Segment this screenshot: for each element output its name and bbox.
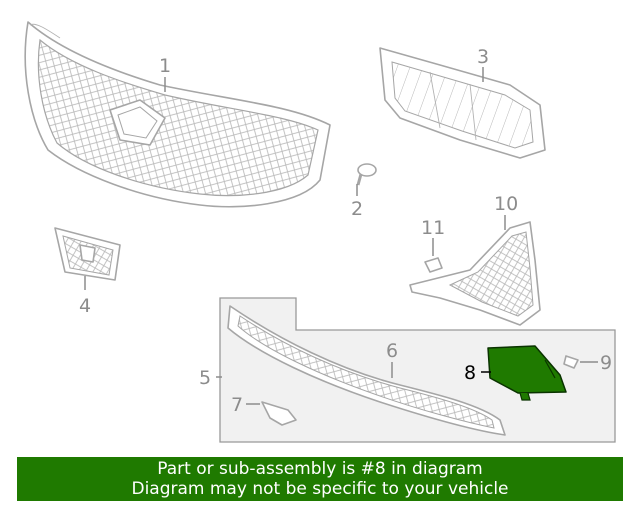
banner-line-1: Part or sub-assembly is #8 in diagram (157, 459, 483, 479)
callout-8: 8 (464, 362, 476, 384)
callout-6: 6 (386, 340, 398, 362)
part-3-bracket[interactable] (379, 47, 546, 159)
callout-10: 10 (494, 193, 518, 215)
part-9-clip[interactable] (563, 355, 579, 369)
part-1-grille[interactable] (24, 21, 331, 208)
callout-9: 9 (600, 352, 612, 374)
part-4-emblem[interactable] (54, 227, 121, 281)
callout-1: 1 (159, 55, 171, 77)
callout-4: 4 (79, 295, 91, 317)
callout-3: 3 (477, 46, 489, 68)
banner-line-2: Diagram may not be specific to your vehi… (131, 479, 509, 499)
part-11-clip[interactable] (424, 257, 443, 273)
callout-2: 2 (351, 198, 363, 220)
part-10-bezel[interactable] (409, 221, 541, 326)
part-2-clip[interactable] (356, 163, 377, 186)
info-banner: Part or sub-assembly is #8 in diagram Di… (17, 457, 623, 501)
part-6-lower-grille[interactable] (227, 305, 506, 436)
callout-11: 11 (421, 217, 445, 239)
part-7-bracket[interactable] (261, 401, 297, 426)
part-8-cover[interactable] (487, 345, 567, 401)
callout-7: 7 (231, 394, 243, 416)
subassembly-5-frame (219, 297, 616, 443)
parts-diagram: 1 2 3 4 5 6 7 8 9 10 11 (24, 21, 616, 443)
callout-5: 5 (199, 367, 211, 389)
